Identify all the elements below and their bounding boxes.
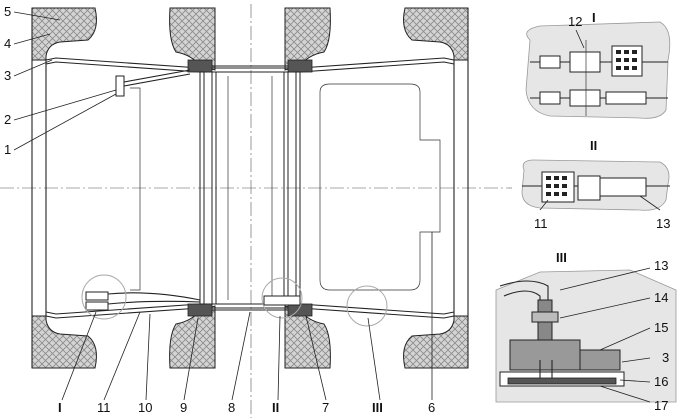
label-11: 11: [97, 400, 111, 415]
left-outer-tyre: [31, 7, 97, 369]
detail-III-label-15: 15: [654, 320, 668, 335]
rim-bottom: [45, 303, 455, 319]
label-4: 4: [4, 36, 11, 51]
detail-III-title: III: [556, 250, 567, 265]
label-2: 2: [4, 112, 11, 127]
detail-circle-II: [261, 277, 303, 319]
label-1: 1: [4, 142, 11, 157]
detail-I-label-12: 12: [568, 14, 582, 29]
detail-I-title: I: [592, 10, 596, 25]
detail-III-label-17: 17: [654, 398, 668, 413]
detail-III-label-13: 13: [654, 258, 668, 273]
detail-III-label-16: 16: [654, 374, 668, 389]
label-10: 10: [138, 400, 152, 415]
valve-stem-top: [115, 69, 191, 97]
detail-circle-I: [81, 274, 127, 320]
detail-II-label-13: 13: [656, 216, 670, 231]
label-3: 3: [4, 68, 11, 83]
leader-lines: [13, 11, 433, 401]
detail-III-label-14: 14: [654, 290, 668, 305]
detail-circle-III: [346, 285, 388, 327]
detail-III-label-3: 3: [662, 350, 669, 365]
label-roman-II: II: [272, 400, 279, 415]
label-9: 9: [180, 400, 187, 415]
label-5: 5: [4, 4, 11, 19]
detail-II-label-11: 11: [534, 216, 548, 231]
label-roman-I: I: [58, 400, 62, 415]
right-outer-tyre: [403, 7, 469, 369]
label-8: 8: [228, 400, 235, 415]
label-6: 6: [428, 400, 435, 415]
rim-top: [45, 57, 455, 73]
detail-I: I 12: [525, 10, 671, 119]
left-inner-tyre: [169, 7, 216, 369]
detail-II-title: II: [590, 138, 597, 153]
detail-III: III 13 14 15 3 16 17: [495, 250, 677, 413]
inner-panel-left: [130, 87, 141, 291]
inner-panel-outline: [319, 83, 441, 291]
label-roman-III: III: [372, 400, 383, 415]
valve-hoses-bottom: [85, 291, 301, 311]
label-7: 7: [322, 400, 329, 415]
detail-II: II 11 13: [521, 138, 670, 231]
